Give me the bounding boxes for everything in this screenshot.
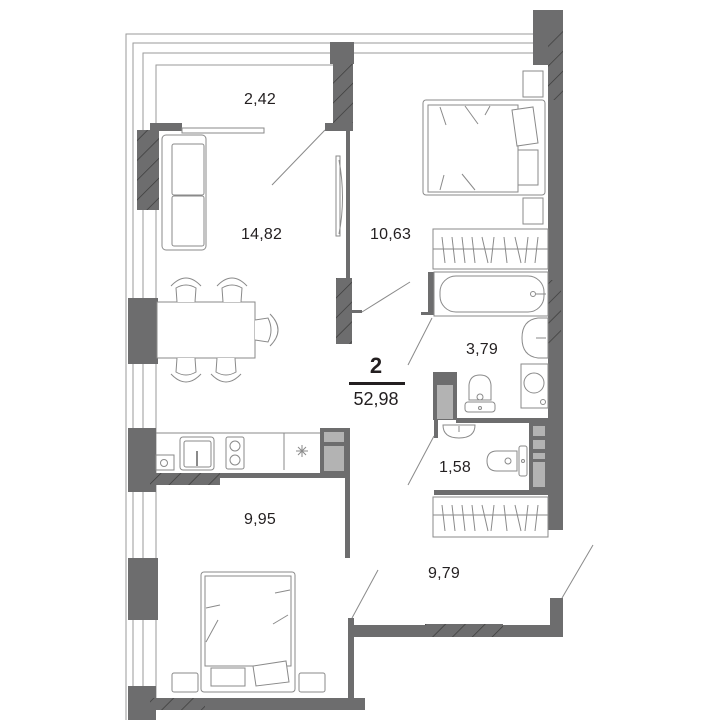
bed-icon [422, 70, 546, 225]
room-area-wc: 1,58 [439, 459, 471, 476]
sliding-door-icon [335, 155, 343, 237]
toilet-icon [464, 374, 496, 413]
balcony-glazing [125, 33, 540, 720]
kitchen-counter-icon [155, 432, 320, 471]
summary-divider [349, 382, 405, 385]
dining-table-icon [156, 277, 279, 383]
washing-machine-icon [520, 363, 549, 409]
room-area-living-kitchen: 14,82 [241, 226, 283, 243]
door-swings [271, 129, 594, 619]
room-area-hallway: 9,79 [428, 565, 460, 582]
walls [128, 10, 563, 720]
wardrobe-icon [432, 228, 549, 270]
room-area-bathroom: 3,79 [466, 341, 498, 358]
bathtub-icon [433, 271, 549, 317]
rooms-count: 2 [369, 353, 383, 378]
toilet-icon [486, 445, 528, 477]
total-area: 52,98 [353, 389, 399, 409]
hood-icon [296, 445, 308, 457]
bed-icon [171, 571, 326, 693]
sofa-icon [161, 134, 207, 251]
wardrobe-icon [432, 496, 549, 538]
wc-sink-icon [442, 424, 476, 439]
room-area-bedroom-1: 10,63 [370, 226, 412, 243]
room-area-bedroom-2: 9,95 [244, 511, 276, 528]
left-facade-lines [142, 300, 157, 720]
sink-icon [521, 317, 549, 359]
room-area-balcony: 2,42 [244, 91, 276, 108]
